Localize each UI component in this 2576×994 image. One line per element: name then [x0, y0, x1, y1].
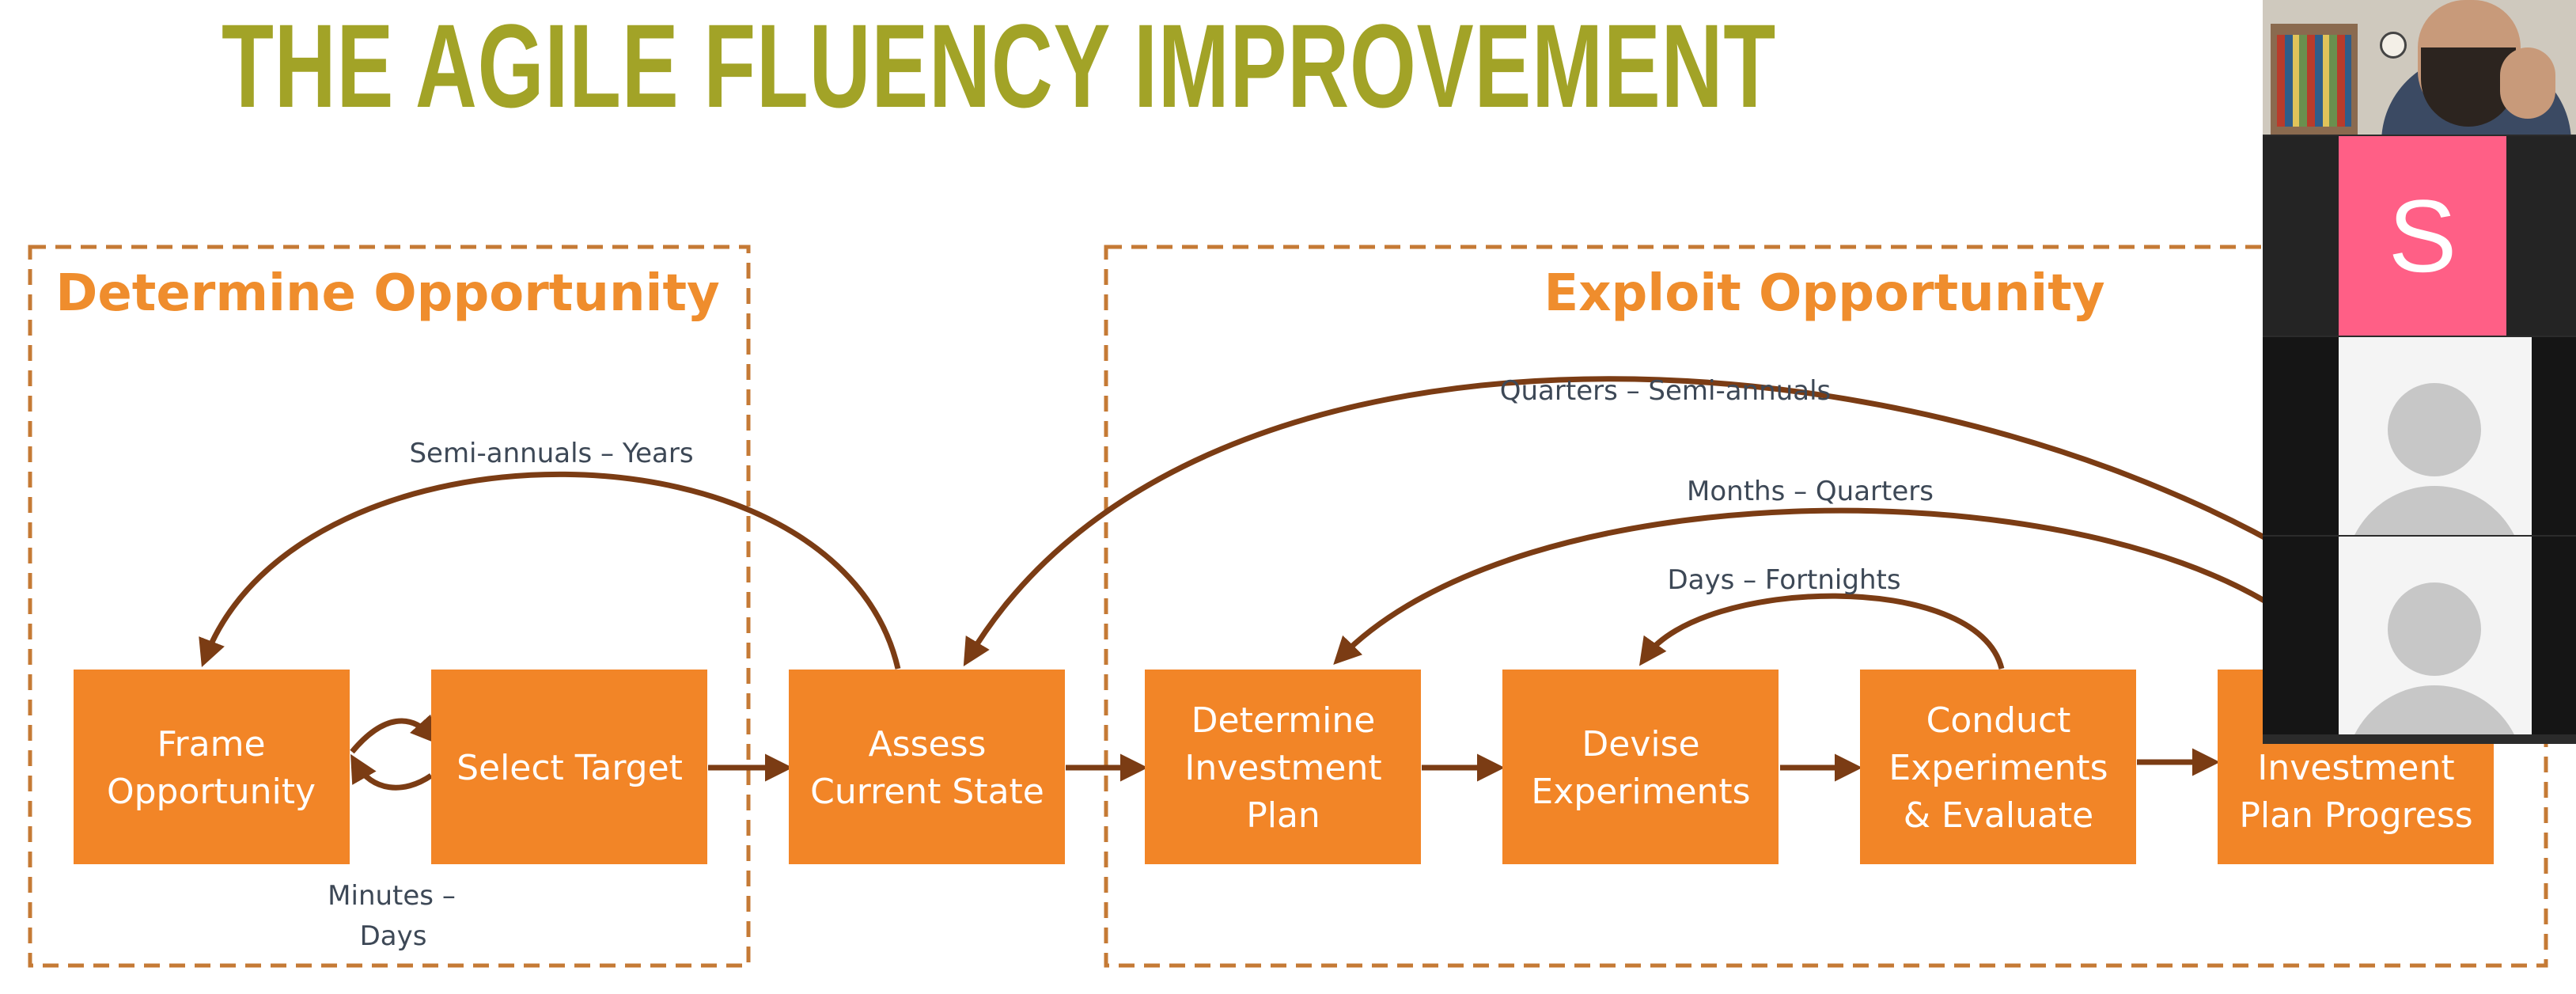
- books: [2277, 35, 2351, 127]
- tile-border-left: [2263, 537, 2339, 734]
- box-devise-label-1: Devise: [1582, 724, 1699, 764]
- participant-avatar-s: [2339, 136, 2506, 336]
- participant-initial: S: [2388, 178, 2457, 294]
- default-avatar-body-icon: [2345, 486, 2524, 535]
- box-select-target: Select Target: [431, 670, 707, 864]
- box-investment-label-1: Investment: [2257, 748, 2454, 788]
- freq-label-months-quarters: Months – Quarters: [1687, 476, 1934, 507]
- video-participants-panel: S: [2263, 0, 2576, 744]
- box-determine-label-3: Plan: [1246, 795, 1320, 836]
- default-avatar-head-icon: [2388, 383, 2481, 476]
- freq-label-semiannual-years: Semi-annuals – Years: [409, 438, 693, 469]
- loop-arrow-days-fortnights: [1638, 593, 2005, 670]
- freq-label-quarters-semiannuals: Quarters – Semi-annuals: [1500, 375, 1832, 407]
- box-determine-investment-plan: Determine Investment Plan: [1145, 670, 1421, 864]
- freq-label-minutes: Minutes –: [328, 880, 456, 912]
- speaker-hand: [2500, 47, 2555, 119]
- box-determine-label-1: Determine: [1191, 700, 1376, 741]
- default-avatar-body-icon: [2345, 685, 2524, 734]
- participant-tile-anonymous-1[interactable]: [2263, 337, 2576, 535]
- box-frame-label-1: Frame: [157, 724, 265, 764]
- participant-tile-s[interactable]: S: [2263, 136, 2576, 336]
- tile-border-right: [2532, 337, 2576, 535]
- tile-border-right: [2532, 537, 2576, 734]
- box-assess-label-2: Current State: [810, 772, 1044, 812]
- section-title-exploit: Exploit Opportunity: [1544, 264, 2104, 323]
- participant-video-tile[interactable]: [2263, 0, 2576, 135]
- determine-opportunity-frame: [28, 245, 751, 968]
- box-conduct-experiments: Conduct Experiments & Evaluate: [1860, 670, 2136, 864]
- box-devise-label-2: Experiments: [1531, 772, 1750, 812]
- box-conduct-label-1: Conduct: [1926, 700, 2071, 741]
- box-devise-experiments: Devise Experiments: [1502, 670, 1779, 864]
- default-avatar-head-icon: [2388, 582, 2481, 676]
- loop-arrow-frame-select-top: [350, 714, 439, 754]
- loop-arrow-quarters-semiannuals: [963, 376, 2296, 667]
- box-frame-opportunity: Frame Opportunity: [74, 670, 350, 864]
- box-assess-current-state: Assess Current State: [789, 670, 1065, 864]
- box-assess-label-1: Assess: [869, 724, 987, 764]
- box-conduct-label-2: Experiments: [1888, 748, 2108, 788]
- participant-tile-anonymous-2[interactable]: [2263, 537, 2576, 734]
- wall-clock: [2380, 32, 2407, 59]
- loop-arrow-frame-select-bottom: [350, 753, 433, 791]
- box-determine-label-2: Investment: [1184, 748, 1381, 788]
- box-investment-label-2: Plan Progress: [2239, 795, 2472, 836]
- loop-arrow-months-quarters: [1333, 507, 2280, 665]
- tile-border-left: [2263, 337, 2339, 535]
- freq-label-days: Days: [360, 920, 427, 952]
- section-title-determine: Determine Opportunity: [55, 264, 720, 323]
- box-frame-label-2: Opportunity: [107, 772, 316, 812]
- freq-label-days-fortnights: Days – Fortnights: [1667, 564, 1900, 596]
- loop-arrow-semiannual-years: [199, 471, 901, 670]
- slide-title: THE AGILE FLUENCY IMPROVEMENT CYCL: [222, 6, 1794, 125]
- box-select-label-1: Select Target: [456, 748, 683, 788]
- box-conduct-label-3: & Evaluate: [1904, 795, 2094, 836]
